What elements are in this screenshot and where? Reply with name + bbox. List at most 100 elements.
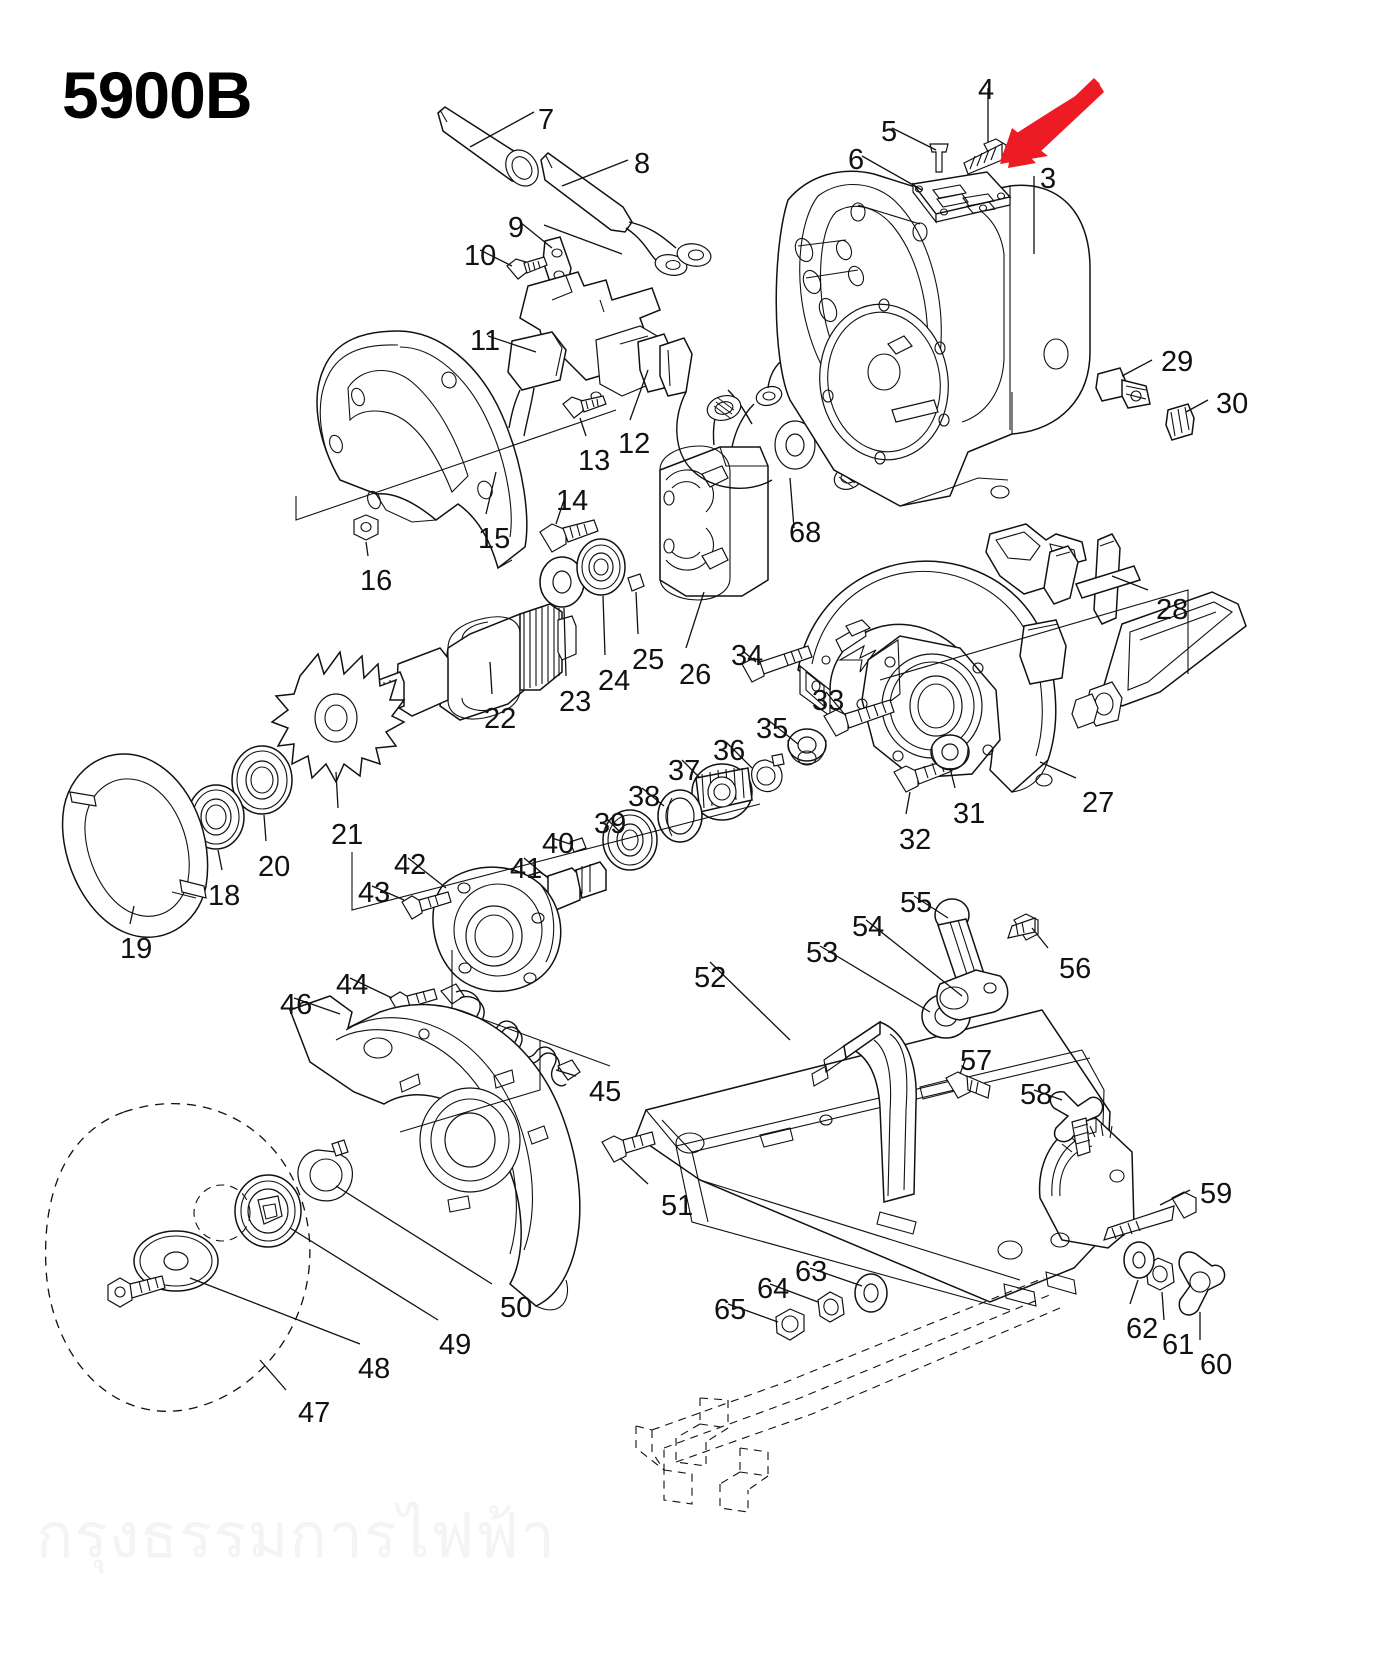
part-29-terminal-block: [1095, 367, 1151, 409]
part-35-bushing: [787, 728, 827, 766]
part-16-nut: [353, 514, 379, 541]
part-43-screw: [401, 891, 452, 920]
callout-51: 51: [661, 1190, 694, 1222]
callout-28: 28: [1156, 594, 1189, 626]
part-59-bolt: [1103, 1191, 1197, 1241]
leader-lines: [129, 88, 1209, 1391]
part-28-shaft-lock-lever: [985, 523, 1142, 625]
callout-5: 5: [881, 116, 898, 148]
part-10-screw: [506, 256, 548, 280]
highlight-arrow: [1000, 78, 1104, 168]
callout-31: 31: [953, 798, 986, 830]
callout-26: 26: [679, 659, 712, 691]
part-37-gear: [691, 763, 753, 821]
part-13-screw: [562, 395, 607, 419]
part-49-inner-flange: [234, 1174, 302, 1248]
callout-41: 41: [510, 853, 543, 885]
part-19-baffle-plate: [61, 753, 209, 938]
part-5-pin: [929, 143, 949, 173]
watermark-text: กรุงธรรมการไฟฟ้า: [36, 1502, 556, 1571]
callout-55: 55: [900, 887, 933, 919]
callout-53: 53: [806, 937, 839, 969]
part-42-gear-housing: [432, 866, 562, 993]
saw-blade-outline: [44, 1103, 311, 1412]
part-40-key: [569, 837, 587, 853]
part-8-power-cord: [540, 152, 712, 276]
callout-60: 60: [1200, 1349, 1233, 1381]
callout-4: 4: [978, 74, 995, 106]
callout-6: 6: [848, 144, 865, 176]
callout-46: 46: [280, 989, 313, 1021]
callout-54: 54: [852, 911, 885, 943]
callout-21: 21: [331, 819, 364, 851]
callout-61: 61: [1162, 1329, 1195, 1361]
callout-8: 8: [634, 148, 651, 180]
callout-24: 24: [598, 665, 631, 697]
part-56-bolt: [1007, 913, 1039, 941]
part-46-safety-cover: [289, 995, 581, 1311]
part-20-ball-bearing: [231, 745, 293, 815]
callout-58: 58: [1020, 1079, 1053, 1111]
part-63-washer: [854, 1273, 888, 1313]
callout-56: 56: [1059, 953, 1092, 985]
part-14-screw: [539, 519, 599, 553]
part-22-armature: [363, 603, 577, 721]
callout-10: 10: [464, 240, 497, 272]
callout-43: 43: [358, 877, 391, 909]
part-21-fan: [270, 650, 406, 784]
callout-22: 22: [484, 703, 517, 735]
part-55-clamping-lever: [934, 898, 1009, 1021]
page-title: 5900B: [62, 58, 252, 132]
part-62-washer: [1123, 1241, 1155, 1279]
callout-13: 13: [578, 445, 611, 477]
assembly-reference-lines: [295, 409, 1189, 1133]
callout-32: 32: [899, 824, 932, 856]
part-25-pin: [627, 573, 645, 592]
part-7-cord-protector: [437, 106, 539, 187]
part-39-ball-bearing: [602, 809, 658, 871]
callout-65: 65: [714, 1294, 747, 1326]
part-12-terminal-arm: [637, 333, 693, 397]
callout-23: 23: [559, 686, 592, 718]
callout-63: 63: [795, 1256, 828, 1288]
callout-44: 44: [336, 969, 369, 1001]
part-11-carbon-brush: [507, 331, 567, 437]
callout-33: 33: [812, 685, 845, 717]
part-36-retaining-clip: [751, 753, 785, 793]
part-15-handle-cover: [316, 330, 528, 570]
callout-47: 47: [298, 1397, 331, 1429]
callout-30: 30: [1216, 388, 1249, 420]
callout-52: 52: [694, 962, 727, 994]
rip-fence-dashed: [635, 1277, 1061, 1513]
part-60-wing-nut: [1178, 1251, 1226, 1316]
part-24-ball-bearing: [576, 538, 626, 596]
part-48-outer-flange: [133, 1230, 219, 1292]
part-38-oil-seal: [657, 789, 703, 843]
callout-37: 37: [668, 755, 701, 787]
callout-48: 48: [358, 1353, 391, 1385]
callout-57: 57: [960, 1045, 993, 1077]
callout-64: 64: [757, 1273, 790, 1305]
callout-62: 62: [1126, 1313, 1159, 1345]
part-64-nut: [817, 1291, 845, 1323]
part-3-motor-housing: [775, 170, 1091, 507]
part-4-screw: [963, 138, 1007, 175]
callout-15: 15: [478, 523, 511, 555]
callout-9: 9: [508, 212, 525, 244]
part-34-bolt: [741, 645, 813, 683]
callout-38: 38: [628, 781, 661, 813]
callout-27: 27: [1082, 787, 1115, 819]
callout-20: 20: [258, 851, 291, 883]
callout-12: 12: [618, 428, 651, 460]
part-47-hex-bolt: [107, 1275, 166, 1308]
callout-7: 7: [538, 104, 555, 136]
callout-29: 29: [1161, 346, 1194, 378]
callout-11: 11: [470, 325, 501, 357]
callout-42: 42: [394, 849, 427, 881]
part-30-cap: [1165, 403, 1195, 441]
part-6-nameplate: [911, 171, 1012, 224]
callout-36: 36: [713, 735, 746, 767]
part-33-bolt: [823, 699, 895, 737]
